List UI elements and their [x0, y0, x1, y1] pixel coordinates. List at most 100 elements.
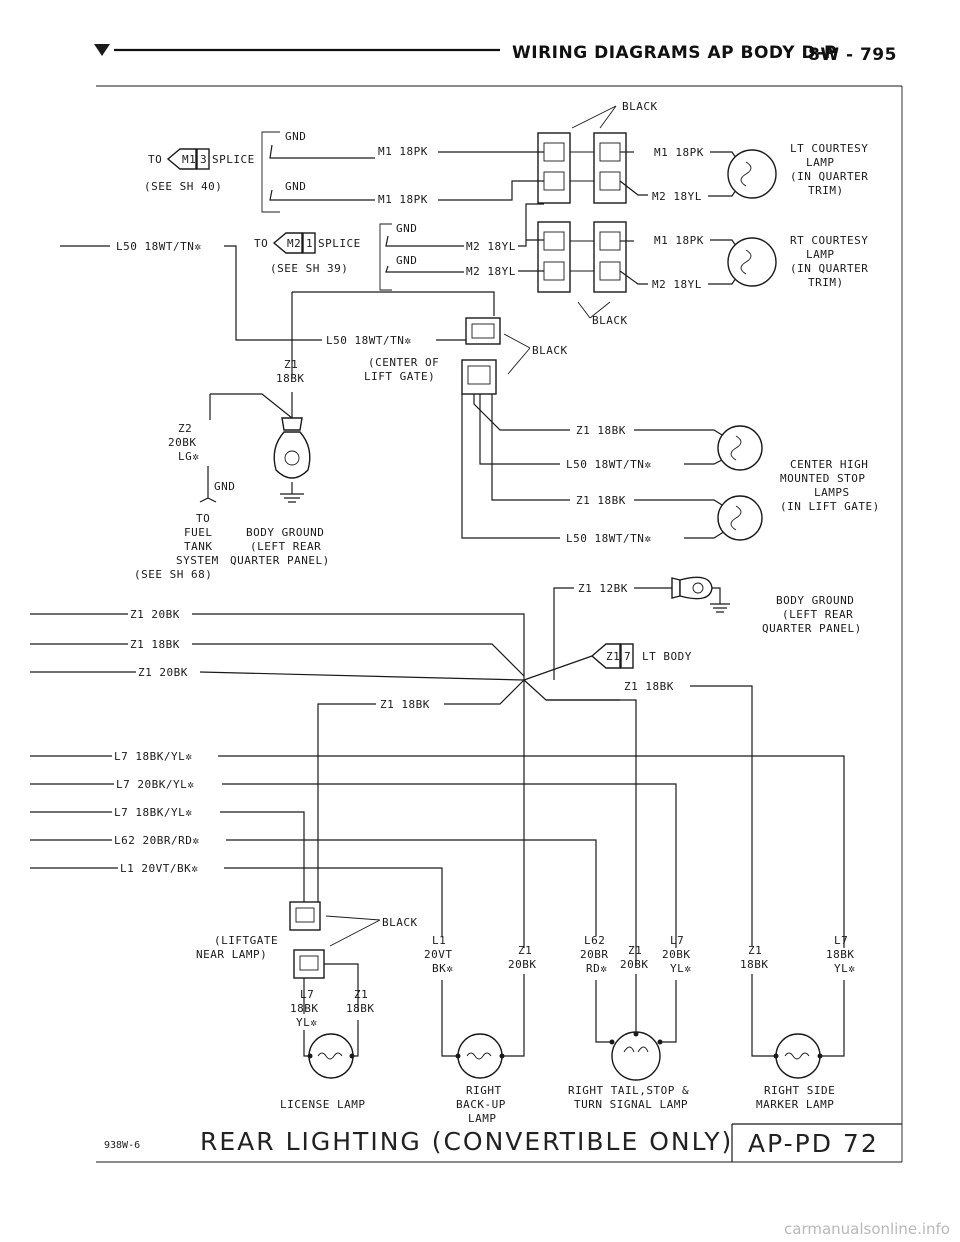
liftgate-connector-bottom	[461, 359, 497, 395]
tail-stop-lamp-icon	[611, 1031, 661, 1081]
label-liftgate-near-1: (LIFTGATE	[214, 934, 278, 947]
side-marker-lamp-icon	[775, 1033, 821, 1079]
label-body-ground-2c: QUARTER PANEL)	[762, 622, 862, 635]
leader-black-mid	[577, 301, 611, 319]
header-page-number: 8W - 795	[808, 45, 897, 65]
label-w-z1-20bk-a: Z1 20BK	[130, 608, 180, 621]
wire-m2-b	[385, 235, 464, 247]
connector-pin	[295, 907, 315, 923]
label-chms-z1-a: Z1 18BK	[576, 424, 626, 437]
bottom-lamps: BLACK (LIFTGATE NEAR LAMP) L7 18BK YL✲ Z…	[196, 901, 855, 1125]
lamp-filament	[730, 505, 742, 531]
label-splice: SPLICE	[212, 153, 255, 166]
splice-marker-icon	[272, 232, 303, 254]
label-splice-m2: M2	[287, 237, 301, 250]
label-tail-1: RIGHT TAIL,STOP &	[568, 1084, 689, 1097]
label-chms-l50-a: L50 18WT/TN✲	[566, 458, 651, 471]
wire	[546, 699, 637, 966]
label-l50-mid: L50 18WT/TN✲	[326, 334, 411, 347]
splice-marker-icon	[166, 148, 197, 170]
fuel-sender-icon	[273, 431, 311, 479]
eyelet-hole	[692, 582, 704, 594]
license-connector-top	[289, 901, 321, 931]
terminal-dot	[817, 1053, 823, 1059]
label-rt-courtesy-3: (IN QUARTER	[790, 262, 868, 275]
wire-l50-chms-b	[461, 394, 560, 539]
terminal-dot	[349, 1053, 355, 1059]
page-footer: 938W-6 REAR LIGHTING (CONVERTIBLE ONLY) …	[96, 1123, 902, 1163]
ground-section: Z1 12BK BODY GROUND (LEFT REAR QUARTER P…	[30, 576, 862, 966]
label-m2-18yl-a: M2 18YL	[652, 190, 702, 203]
wire-m2-c	[385, 265, 464, 273]
triangle-marker-icon	[94, 44, 110, 56]
wire	[634, 499, 731, 511]
label-bk-l1-3: BK✲	[432, 962, 453, 975]
wire	[317, 703, 376, 906]
label-w-l1: L1 20VT/BK✲	[120, 862, 198, 875]
label-lift-gate: LIFT GATE)	[364, 370, 435, 383]
connector-lt-courtesy-left	[537, 132, 571, 204]
label-see-sh40: (SEE SH 40)	[144, 180, 222, 193]
terminal-dot	[773, 1053, 779, 1059]
label-lic-l7-2: 18BK	[290, 1002, 319, 1015]
footer-ref: AP-PD 72	[748, 1129, 879, 1158]
wire	[192, 643, 525, 677]
connector-lt-courtesy-right	[593, 132, 627, 204]
label-backup-3: LAMP	[468, 1112, 497, 1125]
wire	[523, 655, 593, 681]
terminal-dot	[499, 1053, 505, 1059]
label-lt-body: LT BODY	[642, 650, 692, 663]
label-fuel-1: TO	[196, 512, 210, 525]
label-z2-lg: LG✲	[178, 450, 199, 463]
label-rt-courtesy-4: TRIM)	[808, 276, 844, 289]
label-lt-body-z1: Z1	[606, 650, 620, 663]
splice-number-box	[302, 232, 316, 254]
label-to: TO	[148, 153, 162, 166]
label-gnd-fuel: GND	[214, 480, 235, 493]
wire	[619, 270, 648, 285]
leader-black-lift	[503, 333, 531, 375]
label-black-lift: BLACK	[532, 344, 568, 357]
splice-marker-icon	[590, 643, 621, 669]
label-ts-l62-2: 20BR	[580, 948, 609, 961]
connector-rt-courtesy-left	[537, 221, 571, 293]
label-body-ground-1a: BODY GROUND	[246, 526, 324, 539]
gnd-bracket	[379, 223, 392, 291]
label-backup-2: BACK-UP	[456, 1098, 506, 1111]
label-bk-z1-2: 20BK	[508, 958, 537, 971]
terminal-dot	[609, 1039, 615, 1045]
wire	[192, 613, 525, 680]
label-fuel-3: TANK	[184, 540, 213, 553]
splice-number-box	[620, 643, 634, 669]
label-m1-18pk-d: M1 18PK	[654, 234, 704, 247]
label-chms-z1-b: Z1 18BK	[576, 494, 626, 507]
label-ts-l7-1: L7	[670, 934, 684, 947]
label-marker-2: MARKER LAMP	[756, 1098, 834, 1111]
wire-m1-b	[269, 189, 375, 201]
terminal-dot	[657, 1039, 663, 1045]
wire	[199, 671, 525, 681]
wire-l50-route	[224, 245, 322, 341]
footer-title: REAR LIGHTING (CONVERTIBLE ONLY)	[200, 1127, 733, 1156]
leader-black-lic	[325, 915, 381, 947]
page-header: WIRING DIAGRAMS AP BODY D-P 8W - 795	[94, 43, 897, 65]
wire	[324, 963, 359, 1012]
license-lamp-icon	[308, 1033, 354, 1079]
terminal-dot	[633, 1031, 639, 1037]
wire	[441, 980, 458, 1057]
label-z1-18bk-c: Z1 18BK	[380, 698, 430, 711]
lamp-filament	[623, 1046, 649, 1053]
lamp-filament	[466, 1052, 492, 1060]
wire	[220, 811, 305, 906]
watermark: carmanualsonline.info	[784, 1220, 950, 1238]
ground-symbol-icon	[280, 493, 304, 503]
label-black-mid: BLACK	[592, 314, 628, 327]
eyelet-icon	[679, 576, 713, 600]
label-l50-left: L50 18WT/TN✲	[116, 240, 201, 253]
label-m2-18yl-b: M2 18YL	[466, 240, 516, 253]
label-backup-1: RIGHT	[466, 1084, 502, 1097]
label-see-sh39: (SEE SH 39)	[270, 262, 348, 275]
signal-wires: L7 18BK/YL✲ L7 20BK/YL✲ L7 18BK/YL✲ L62 …	[30, 750, 845, 948]
connector-pin	[543, 231, 565, 251]
